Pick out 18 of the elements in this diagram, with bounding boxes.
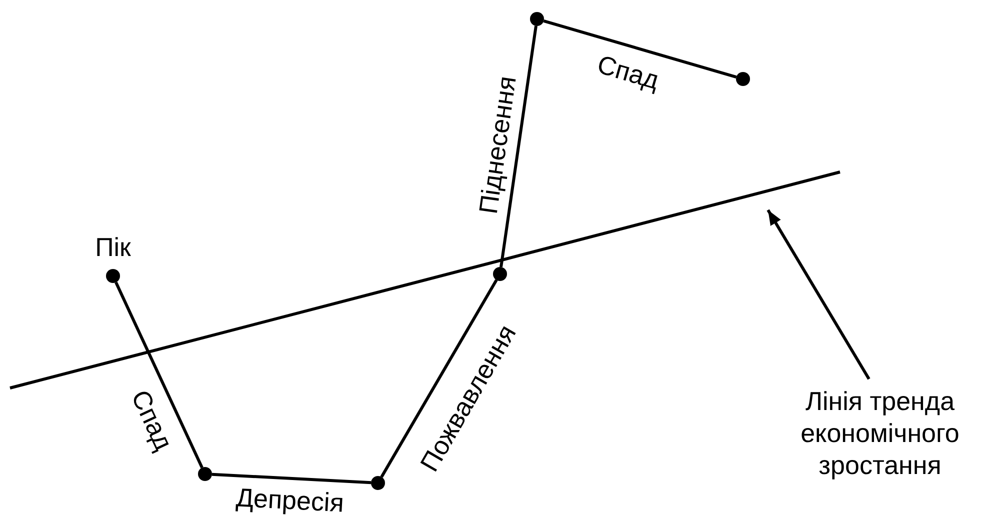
point-dot	[530, 12, 544, 26]
point-dot	[371, 476, 385, 490]
phase-label: Депресія	[235, 483, 345, 517]
phase-label: Спад	[594, 50, 662, 94]
cycle-segment	[114, 282, 204, 468]
point-dot	[736, 72, 750, 86]
arrow	[766, 209, 870, 380]
phase-label: Спад	[126, 386, 178, 454]
cycle-segment	[212, 472, 372, 484]
cycle-segment	[543, 20, 737, 78]
point-dot	[106, 269, 120, 283]
point-dot	[198, 467, 212, 481]
cycle-segment	[380, 279, 498, 478]
callout-text: Лінія тренда економічного зростання	[770, 385, 990, 481]
point-label: Пік	[95, 232, 131, 263]
phase-label: Піднесення	[473, 74, 521, 216]
cycle-segment	[500, 26, 538, 268]
point-dot	[493, 267, 507, 281]
